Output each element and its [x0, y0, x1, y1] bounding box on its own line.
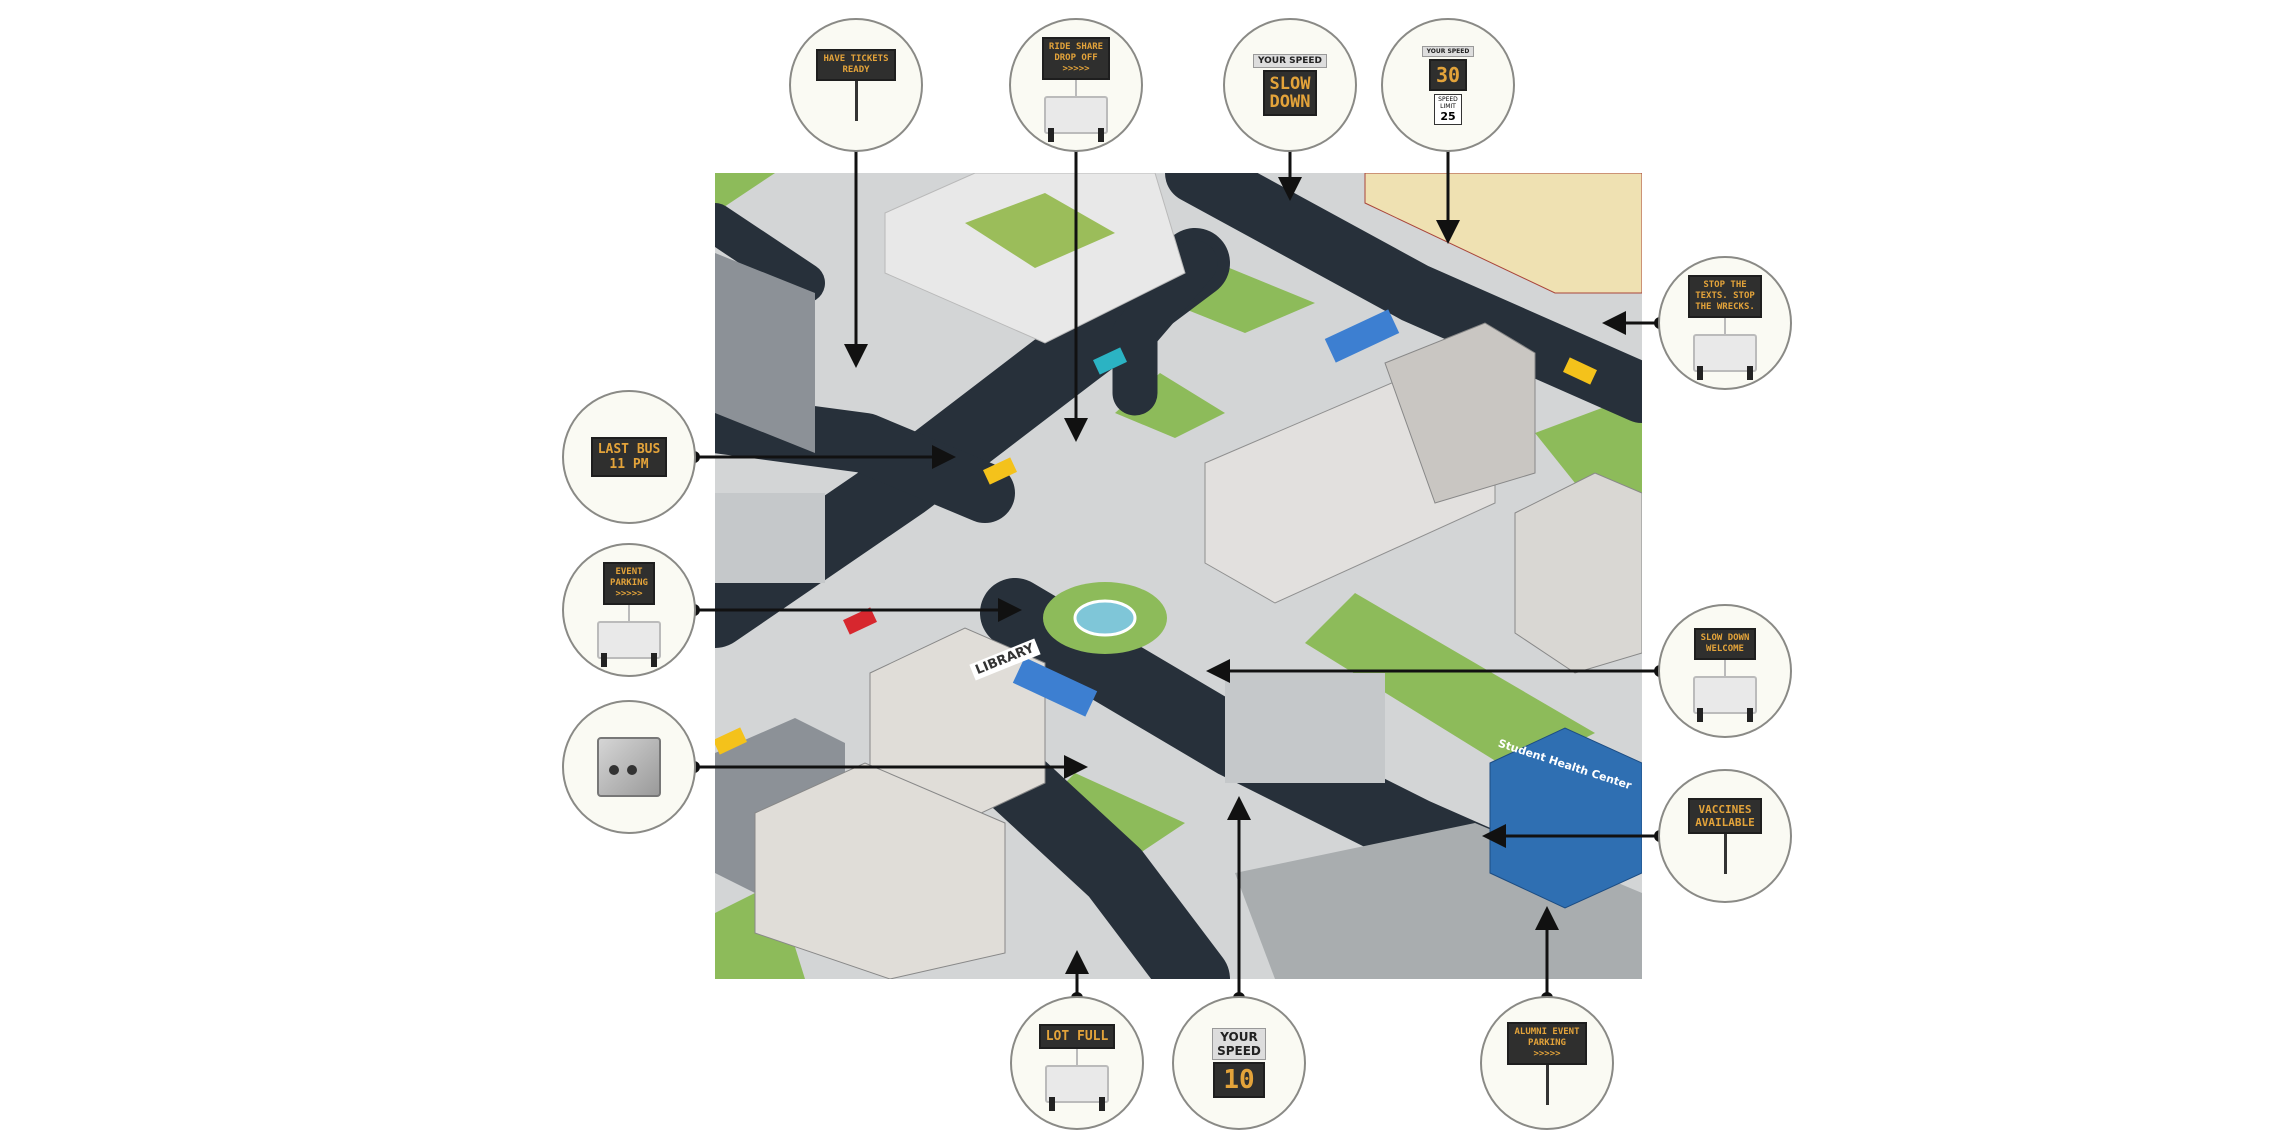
speed-header: YOUR SPEED: [1212, 1028, 1266, 1060]
callout-stop-texts: STOP THE TEXTS. STOP THE WRECKS.: [1658, 256, 1792, 390]
speed-header: YOUR SPEED: [1421, 45, 1475, 57]
sign-board: ALUMNI EVENT PARKING >>>>>: [1507, 1021, 1587, 1065]
sign-board: STOP THE TEXTS. STOP THE WRECKS.: [1688, 274, 1762, 318]
sign-board: SLOW DOWN WELCOME: [1693, 628, 1757, 660]
trailer-icon: [1693, 333, 1757, 380]
sign-board: RIDE SHARE DROP OFF >>>>>: [1041, 36, 1111, 80]
speed-header: YOUR SPEED: [1252, 54, 1328, 68]
car: [1093, 347, 1127, 375]
parking-garage: [715, 253, 815, 453]
sign-board: LAST BUS 11 PM: [590, 437, 668, 477]
sign-stand-icon: [1723, 834, 1727, 874]
speed-readout: 10: [1213, 1062, 1265, 1098]
trailer-icon: [1045, 1064, 1109, 1111]
car: [843, 607, 877, 635]
apartment-building: [1364, 173, 1642, 294]
sign-board: LOT FULL: [1038, 1023, 1116, 1049]
callout-slow-down-speed: YOUR SPEED SLOW DOWN: [1223, 18, 1357, 152]
grass-area: [1305, 593, 1595, 773]
callout-lot-full: LOT FULL: [1010, 996, 1144, 1130]
grass-area: [715, 173, 775, 213]
callout-have-tickets: HAVE TICKETS READY: [789, 18, 923, 152]
sign-board: SLOW DOWN: [1262, 70, 1318, 116]
fountain: [1073, 599, 1137, 637]
trailer-icon: [1044, 95, 1108, 142]
speed-readout: 30: [1428, 58, 1468, 91]
grass-area: [1535, 393, 1642, 493]
sign-board: VACCINES AVAILABLE: [1688, 798, 1762, 834]
sign-stand-icon: [1545, 1064, 1549, 1105]
car: [983, 457, 1017, 485]
car: [715, 727, 747, 755]
sign-board: HAVE TICKETS READY: [816, 49, 896, 81]
trailer-icon: [597, 620, 661, 667]
car: [1563, 357, 1597, 385]
callout-vaccines: VACCINES AVAILABLE: [1658, 769, 1792, 903]
campus-map: LIBRARY Student Health Center: [715, 173, 1642, 979]
callout-slow-down-welcome: SLOW DOWN WELCOME: [1658, 604, 1792, 738]
bus: [1012, 657, 1098, 717]
speed-limit-label: SPEED LIMIT: [1438, 95, 1458, 110]
health-center-building: [1489, 727, 1642, 909]
callout-last-bus: LAST BUS 11 PM: [562, 390, 696, 524]
building: [754, 762, 1006, 979]
callout-alumni-parking: ALUMNI EVENT PARKING >>>>>: [1480, 996, 1614, 1130]
callout-camera-box: [562, 700, 696, 834]
bus: [1324, 309, 1400, 363]
parking-lot: [1225, 673, 1385, 783]
sign-board: EVENT PARKING >>>>>: [603, 561, 655, 605]
building: [1384, 322, 1536, 504]
callout-ride-share: RIDE SHARE DROP OFF >>>>>: [1009, 18, 1143, 152]
trailer-icon: [1693, 676, 1757, 722]
speed-limit-value: 25: [1440, 109, 1456, 123]
callout-your-speed-10: YOUR SPEED 10: [1172, 996, 1306, 1130]
building: [1514, 472, 1642, 674]
control-box-icon: [597, 737, 661, 797]
campus-map-illustration: [715, 173, 1642, 979]
sign-stand-icon: [854, 81, 858, 121]
callout-event-parking: EVENT PARKING >>>>>: [562, 543, 696, 677]
stadium-field: [965, 193, 1115, 268]
parking-lot: [715, 493, 825, 583]
